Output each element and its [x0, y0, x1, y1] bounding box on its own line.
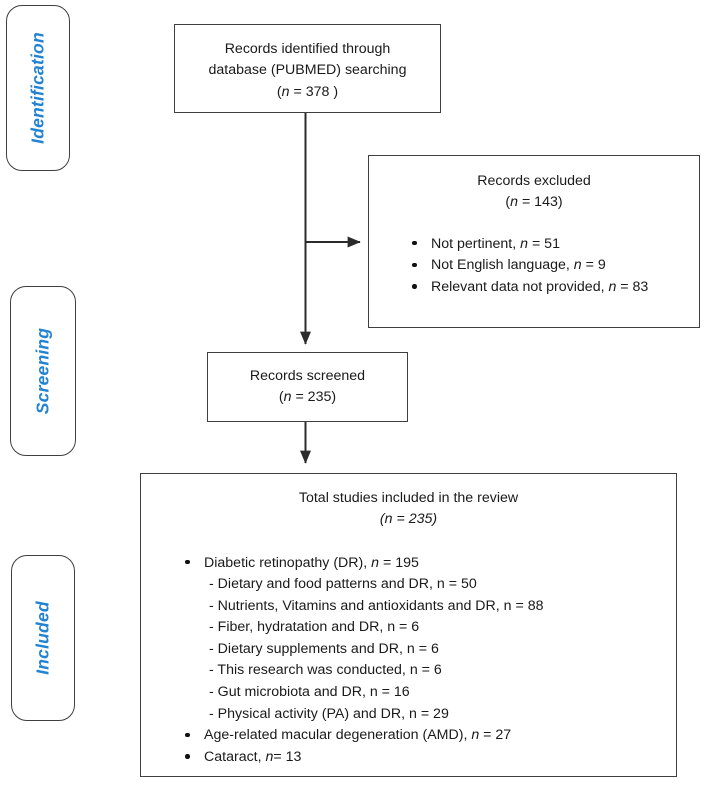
stage-pill-identification: Identification — [6, 5, 70, 171]
records-identified-line2: database (PUBMED) searching — [208, 62, 407, 79]
list-item: - Nutrients, Vitamins and antioxidants a… — [209, 597, 544, 614]
bullet-dot-icon — [412, 262, 417, 268]
paren-close: ) — [331, 389, 337, 406]
n-symbol: n — [265, 748, 274, 765]
category-value: = 27 — [479, 727, 512, 744]
list-item: Age-related macular degeneration (AMD), … — [181, 725, 676, 747]
list-item: Cataract, n= 13 — [181, 747, 676, 769]
n-symbol: n — [520, 235, 529, 252]
list-item: - This research was conducted, n = 6 — [209, 662, 442, 679]
n-symbol: n — [471, 727, 480, 744]
node-total-included: Total studies included in the review (n … — [140, 473, 677, 777]
included-category-list: Diabetic retinopathy (DR), n = 195 - Die… — [181, 553, 676, 769]
bullet-dot-icon — [185, 754, 190, 759]
exclusion-reason-list: Not pertinent, n = 51 Not English langua… — [408, 234, 699, 299]
records-screened-count: (n = 235) — [208, 387, 407, 408]
list-item: - Physical activity (PA) and DR, n = 29 — [209, 705, 449, 722]
n-symbol: n — [281, 83, 290, 100]
count-value: = 378 — [289, 83, 334, 100]
records-identified-line1: Records identified through — [224, 41, 391, 57]
n-symbol: n — [573, 257, 582, 274]
records-screened-title: Records screened — [249, 368, 366, 384]
reason-text: Not English language, — [431, 257, 574, 274]
stage-pill-screening: Screening — [10, 286, 76, 456]
reason-value: = 83 — [616, 278, 649, 295]
count-value: = 143 — [518, 194, 558, 211]
list-item: Not English language, n = 9 — [408, 255, 699, 277]
list-item: Not pertinent, n = 51 — [408, 234, 699, 256]
paren-close: ) — [333, 83, 339, 100]
reason-text: Relevant data not provided, — [431, 278, 609, 295]
stage-pill-included: Included — [11, 555, 75, 721]
paren-close: ) — [557, 194, 563, 211]
paren-open: ( — [278, 389, 284, 406]
total-included-title: Total studies included in the review — [298, 490, 519, 506]
node-records-identified: Records identified through database (PUB… — [174, 24, 441, 113]
n-symbol: n — [510, 194, 519, 211]
count-value: = 235 — [291, 389, 332, 406]
category-text: Diabetic retinopathy (DR), — [204, 554, 372, 571]
paren-open: ( — [276, 83, 282, 100]
stage-label-screening: Screening — [32, 327, 53, 415]
reason-value: = 9 — [581, 257, 606, 274]
category-text: Cataract, — [204, 748, 266, 765]
category-value: = 195 — [379, 554, 419, 571]
n-symbol: n — [283, 389, 292, 406]
total-included-count: (n = 235) — [379, 511, 438, 528]
bullet-dot-icon — [412, 240, 417, 246]
records-excluded-count: (n = 143) — [369, 192, 699, 213]
list-item: - Dietary supplements and DR, n = 6 — [209, 640, 439, 657]
list-item: - Fiber, hydratation and DR, n = 6 — [209, 619, 420, 636]
node-records-screened: Records screened (n = 235) — [207, 352, 408, 422]
bullet-dot-icon — [412, 284, 417, 289]
list-item: - Gut microbiota and DR, n = 16 — [209, 684, 410, 701]
stage-label-included: Included — [32, 601, 53, 675]
n-symbol: n — [371, 554, 380, 571]
bullet-dot-icon — [185, 559, 190, 565]
stage-label-identification: Identification — [27, 32, 48, 144]
n-symbol: n — [608, 278, 617, 295]
category-text: Age-related macular degeneration (AMD), — [204, 727, 472, 744]
node-records-excluded: Records excluded (n = 143) Not pertinent… — [368, 155, 700, 328]
reason-text: Not pertinent, — [431, 235, 521, 252]
included-subcategory-list: - Dietary and food patterns and DR, n = … — [204, 574, 676, 725]
bullet-dot-icon — [185, 732, 190, 738]
list-item: Relevant data not provided, n = 83 — [408, 277, 699, 299]
records-identified-count: (n = 378 ) — [175, 82, 440, 103]
paren-open: ( — [505, 194, 511, 211]
records-excluded-title: Records excluded — [477, 173, 591, 189]
list-item: - Dietary and food patterns and DR, n = … — [209, 576, 477, 593]
list-item: Diabetic retinopathy (DR), n = 195 - Die… — [181, 553, 676, 726]
category-value: = 13 — [273, 748, 302, 765]
reason-value: = 51 — [528, 235, 560, 252]
